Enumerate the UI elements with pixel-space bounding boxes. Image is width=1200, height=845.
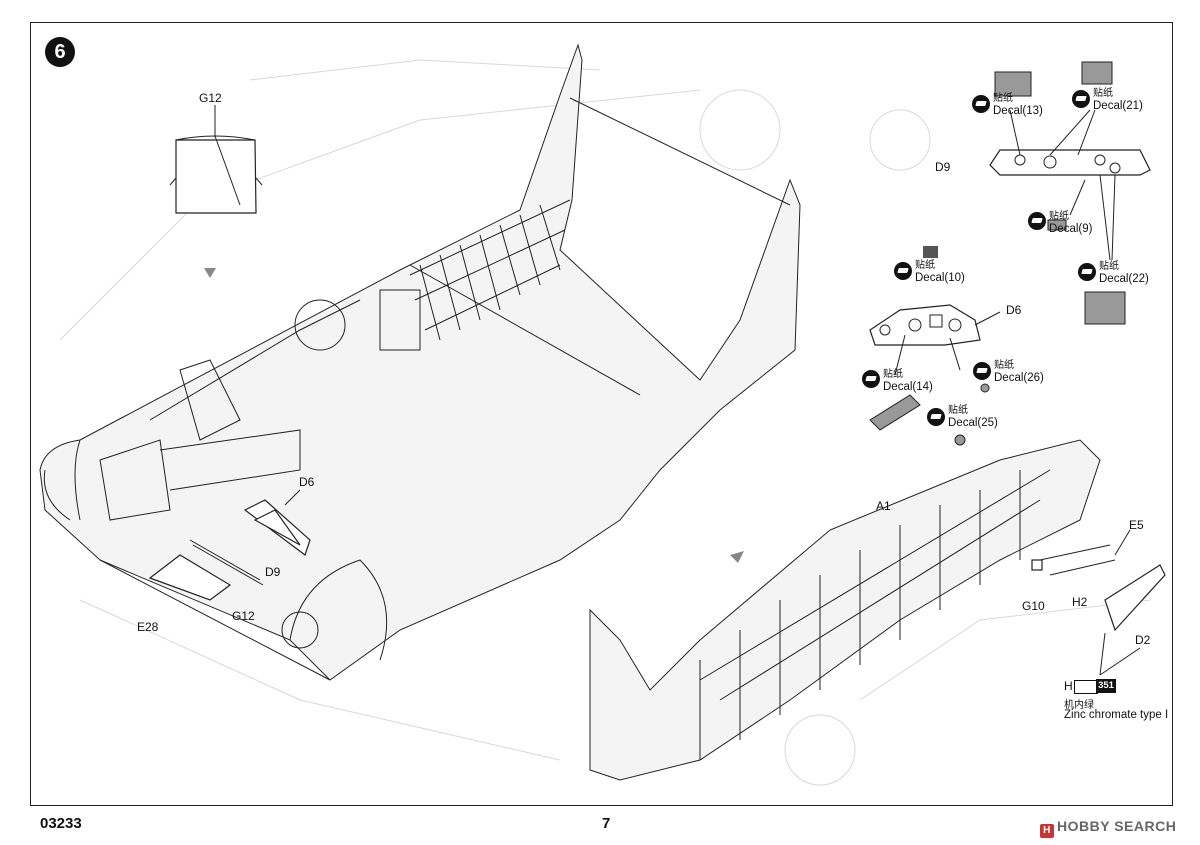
decal-icon (1078, 263, 1096, 281)
decal-icon (927, 408, 945, 426)
instrument-panel-d6 (869, 246, 1001, 446)
page-number: 7 (602, 815, 611, 832)
part-label-a1: A1 (876, 499, 891, 513)
part-label-g10: G10 (1022, 599, 1045, 613)
fuselage-left-half (39, 43, 801, 681)
instrument-panel-d9 (989, 61, 1151, 325)
part-label-d2: D2 (1135, 633, 1151, 647)
paint-number-badge: 351 (1096, 679, 1116, 693)
fuselage-right-half-a1 (589, 439, 1166, 781)
paint-name-en: Zinc chromate type I (1064, 709, 1169, 721)
watermark-text: HOBBY SEARCH (1057, 818, 1177, 834)
part-label-e28: E28 (137, 620, 159, 634)
part-label-e5: E5 (1129, 518, 1144, 532)
paint-name-cn: 机内绿 (1064, 700, 1094, 711)
part-label-g12-top: G12 (199, 91, 222, 105)
step-frame (30, 22, 1173, 806)
decal-icon (894, 262, 912, 280)
decal-icon (1028, 212, 1046, 230)
paint-code: H (1064, 679, 1073, 693)
decal-icon (862, 370, 880, 388)
kit-number: 03233 (40, 815, 82, 832)
part-label-h2: H2 (1072, 595, 1088, 609)
part-label-d6-left: D6 (299, 475, 315, 489)
decal-icon (973, 362, 991, 380)
step-number-badge: 6 (45, 37, 75, 67)
part-label-d6-right: D6 (1006, 303, 1022, 317)
part-label-g12-bottom: G12 (232, 609, 255, 623)
decal-icon (1072, 90, 1090, 108)
paint-color-swatch (1074, 680, 1098, 694)
part-label-d9-right: D9 (935, 160, 951, 174)
decal-icon (972, 95, 990, 113)
part-label-d9-left: D9 (265, 565, 281, 579)
hobby-search-logo-icon: H (1040, 824, 1054, 838)
canopy-part-g12 (169, 105, 263, 278)
